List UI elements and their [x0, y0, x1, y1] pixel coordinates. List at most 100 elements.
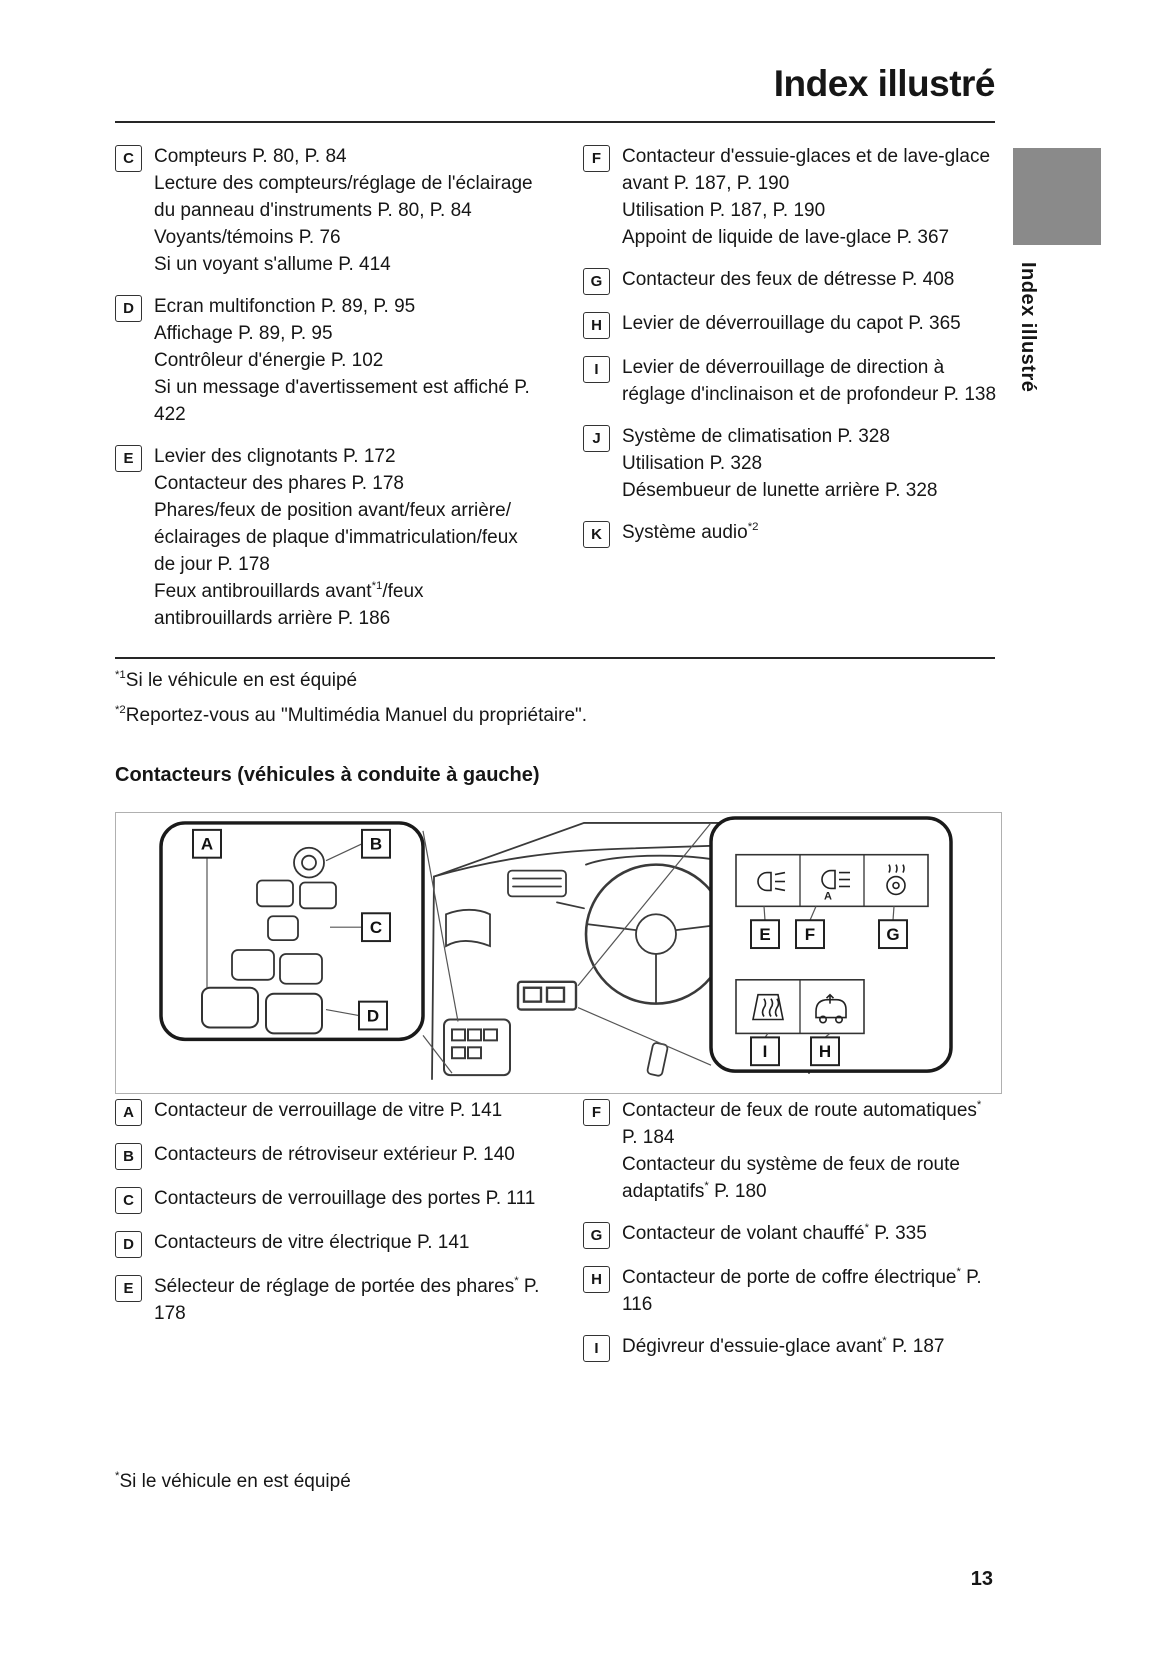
letter-box-d2: D [115, 1231, 142, 1258]
item-text: Contacteur de verrouillage de vitre P. 1… [154, 1097, 502, 1124]
item-line: Si un voyant s'allume P. 414 [154, 254, 391, 275]
letter-box-h: H [583, 312, 610, 339]
title-text: Dégivreur d'essuie-glace avant [622, 1336, 883, 1357]
letter-box-b2: B [115, 1143, 142, 1170]
lower-dash-cluster [443, 1018, 511, 1077]
item-line: Désembueur de lunette arrière P. 328 [622, 480, 938, 501]
accelerator-pedal [646, 1042, 669, 1077]
letter-box-e: E [115, 445, 142, 472]
index-item-f: F Contacteur d'essuie-glaces et de lave-… [583, 143, 999, 251]
item-title: Contacteur de verrouillage de vitre P. 1… [154, 1100, 503, 1121]
door-pull-handle [445, 908, 491, 948]
item-title: Compteurs P. 80, P. 84 [154, 146, 347, 167]
item-line: Voyants/témoins P. 76 [154, 227, 341, 248]
callout-G-letter: G [886, 925, 899, 944]
letter-box-c2: C [115, 1187, 142, 1214]
letter-box-f2: F [583, 1099, 610, 1126]
index-item-h: H Levier de déverrouillage du capot P. 3… [583, 310, 999, 339]
item-line: Utilisation P. 187, P. 190 [622, 200, 826, 221]
footnote-ref: *1 [371, 579, 383, 592]
auto-high-beam-letter: A [824, 890, 832, 902]
item-title: Sélecteur de réglage de portée des phare… [154, 1273, 543, 1327]
callout-B: B [361, 828, 391, 859]
window-lock-button [267, 915, 299, 941]
power-back-door-icon [815, 993, 847, 1024]
index-item-i: I Levier de déverrouillage de direction … [583, 354, 999, 408]
dash-vent [507, 869, 567, 898]
line-text: Feux antibrouillards avant [154, 581, 372, 602]
item-text: Levier de déverrouillage de direction à … [622, 354, 999, 408]
bottom-index-right-column: F Contacteur de feux de route automatiqu… [583, 1097, 999, 1377]
footnote-ref: * [976, 1098, 982, 1111]
letter-box-f: F [583, 145, 610, 172]
item-title: Système audio*2 [622, 519, 758, 546]
item-text: Compteurs P. 80, P. 84 Lecture des compt… [154, 143, 543, 278]
footnote-ref: * [956, 1265, 961, 1278]
index-item-b2: B Contacteurs de rétroviseur extérieur P… [115, 1141, 543, 1170]
letter-box-d: D [115, 295, 142, 322]
footnote-ref: * [514, 1274, 519, 1287]
index-item-e2: E Sélecteur de réglage de portée des pha… [115, 1273, 543, 1327]
page-number: 13 [970, 1568, 993, 1590]
item-text: Levier de déverrouillage du capot P. 365 [622, 310, 961, 337]
column-switch-cluster [516, 980, 578, 1011]
zoom-lines [422, 822, 712, 1074]
item-text: Contacteurs de vitre électrique P. 141 [154, 1229, 469, 1256]
item-line: Si un message d'avertissement est affich… [154, 377, 530, 425]
footnote-marker: *2 [115, 703, 126, 716]
item-title: Levier des clignotants P. 172 [154, 446, 396, 467]
windshield-defogger-icon [752, 993, 784, 1021]
callout-E: E [750, 919, 780, 950]
callout-I: I [750, 1036, 780, 1067]
item-title: Contacteur de feux de route automatiques… [622, 1097, 999, 1151]
index-item-d2: D Contacteurs de vitre électrique P. 141 [115, 1229, 543, 1258]
item-title: Contacteur d'essuie-glaces et de lave-gl… [622, 146, 991, 194]
callout-D-letter: D [367, 1007, 379, 1026]
item-title: Contacteur de volant chauffé* P. 335 [622, 1220, 927, 1247]
item-text: Système de climatisation P. 328 Utilisat… [622, 423, 937, 504]
callout-H: H [810, 1036, 840, 1067]
bottom-footnote: *Si le véhicule en est équipé [115, 1470, 351, 1493]
letter-box-a2: A [115, 1099, 142, 1126]
callout-lines-top-right [763, 906, 895, 921]
letter-box-k: K [583, 521, 610, 548]
headlight-switch-panel: A [735, 853, 929, 908]
item-line: Appoint de liquide de lave-glace P. 367 [622, 227, 950, 248]
item-title: Contacteurs de verrouillage des portes P… [154, 1188, 536, 1209]
callout-lines-left [206, 843, 363, 1017]
item-text: Système audio*2 [622, 519, 758, 546]
index-item-a2: A Contacteur de verrouillage de vitre P.… [115, 1097, 543, 1126]
index-item-g: G Contacteur des feux de détresse P. 408 [583, 266, 999, 295]
callout-C-letter: C [370, 918, 382, 937]
section-heading: Contacteurs (véhicules à conduite à gauc… [115, 763, 540, 786]
item-line: Contrôleur d'énergie P. 102 [154, 350, 384, 371]
item-title: Contacteurs de rétroviseur extérieur P. … [154, 1144, 515, 1165]
title-text: P. 116 [622, 1267, 982, 1315]
title-text: Contacteur de feux de route automatiques [622, 1100, 977, 1121]
heated-steering-wheel-icon [886, 864, 906, 896]
item-line: Contacteur du système de feux de route a… [622, 1151, 999, 1205]
mid-rule [115, 657, 995, 659]
footnote-ref: * [864, 1221, 870, 1234]
switch-location-illustration: A B C D [115, 812, 1002, 1094]
sidebar-section-label: Index illustré [1017, 262, 1039, 393]
item-text: Contacteur des feux de détresse P. 408 [622, 266, 954, 293]
letter-box-j: J [583, 425, 610, 452]
item-text: Dégivreur d'essuie-glace avant* P. 187 [622, 1333, 944, 1360]
dash-switch-panels: A E F [709, 816, 953, 1073]
item-text: Contacteur d'essuie-glaces et de lave-gl… [622, 143, 999, 251]
letter-box-e2: E [115, 1275, 142, 1302]
letter-box-h2: H [583, 1266, 610, 1293]
mirror-adjust-knob [293, 846, 325, 879]
bottom-index-left-column: A Contacteur de verrouillage de vitre P.… [115, 1097, 543, 1377]
footnotes: *1Si le véhicule en est équipé *2Reporte… [115, 668, 587, 738]
item-title: Système de climatisation P. 328 [622, 426, 890, 447]
letter-box-c: C [115, 145, 142, 172]
index-item-j: J Système de climatisation P. 328 Utilis… [583, 423, 999, 504]
top-index-list: C Compteurs P. 80, P. 84 Lecture des com… [115, 143, 999, 647]
auto-high-beam-icon: A [821, 869, 850, 902]
item-title: Contacteur des feux de détresse P. 408 [622, 269, 955, 290]
callout-F-letter: F [805, 925, 815, 944]
index-item-e: E Levier des clignotants P. 172 Contacte… [115, 443, 543, 632]
front-window-switches [201, 986, 323, 1035]
